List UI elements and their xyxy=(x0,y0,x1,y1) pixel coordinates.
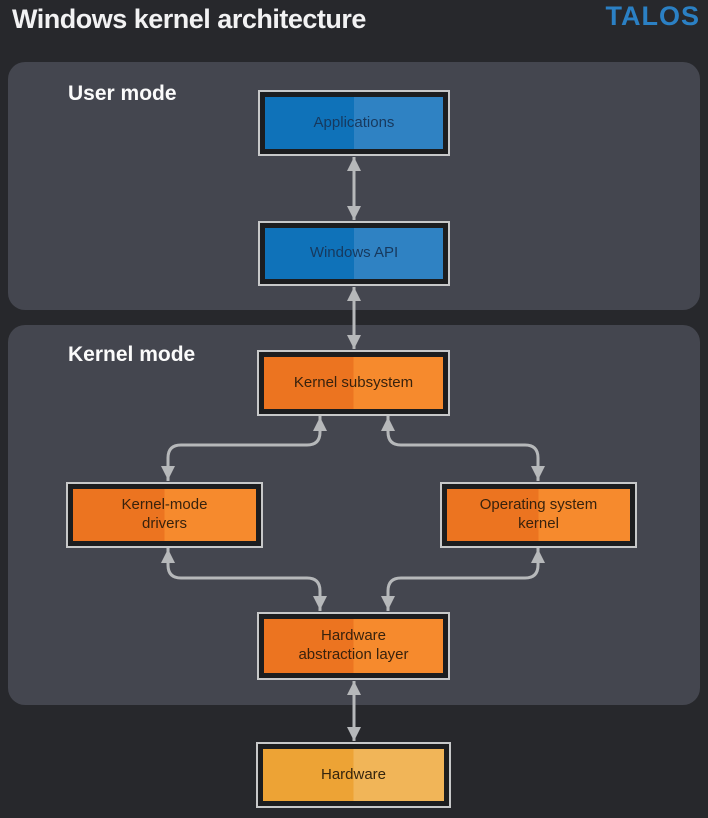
node-operating-system-kernel-label: Operating system kernel xyxy=(479,496,598,532)
node-operating-system-kernel: Operating system kernel xyxy=(440,482,637,548)
page-title: Windows kernel architecture xyxy=(12,4,366,34)
node-hardware-label: Hardware xyxy=(320,765,387,783)
node-kernel-mode-drivers-label: Kernel-mode drivers xyxy=(121,496,208,532)
node-applications: Applications xyxy=(258,90,450,156)
node-applications-label: Applications xyxy=(313,113,395,131)
node-kernel-mode-drivers: Kernel-mode drivers xyxy=(66,482,263,548)
node-kernel-subsystem-label: Kernel subsystem xyxy=(293,373,414,391)
node-windows-api-label: Windows API xyxy=(309,244,399,262)
node-kernel-subsystem: Kernel subsystem xyxy=(257,350,450,416)
node-hardware-abstraction-layer: Hardware abstraction layer xyxy=(257,612,450,680)
panel-user-mode-label: User mode xyxy=(68,82,177,105)
talos-logo: TALOS xyxy=(605,1,700,31)
node-windows-api: Windows API xyxy=(258,221,450,286)
panel-kernel-mode-label: Kernel mode xyxy=(68,343,196,366)
node-hardware-abstraction-layer-label: Hardware abstraction layer xyxy=(298,627,409,663)
arrow-down-icon xyxy=(347,727,361,741)
node-hardware: Hardware xyxy=(256,742,451,808)
